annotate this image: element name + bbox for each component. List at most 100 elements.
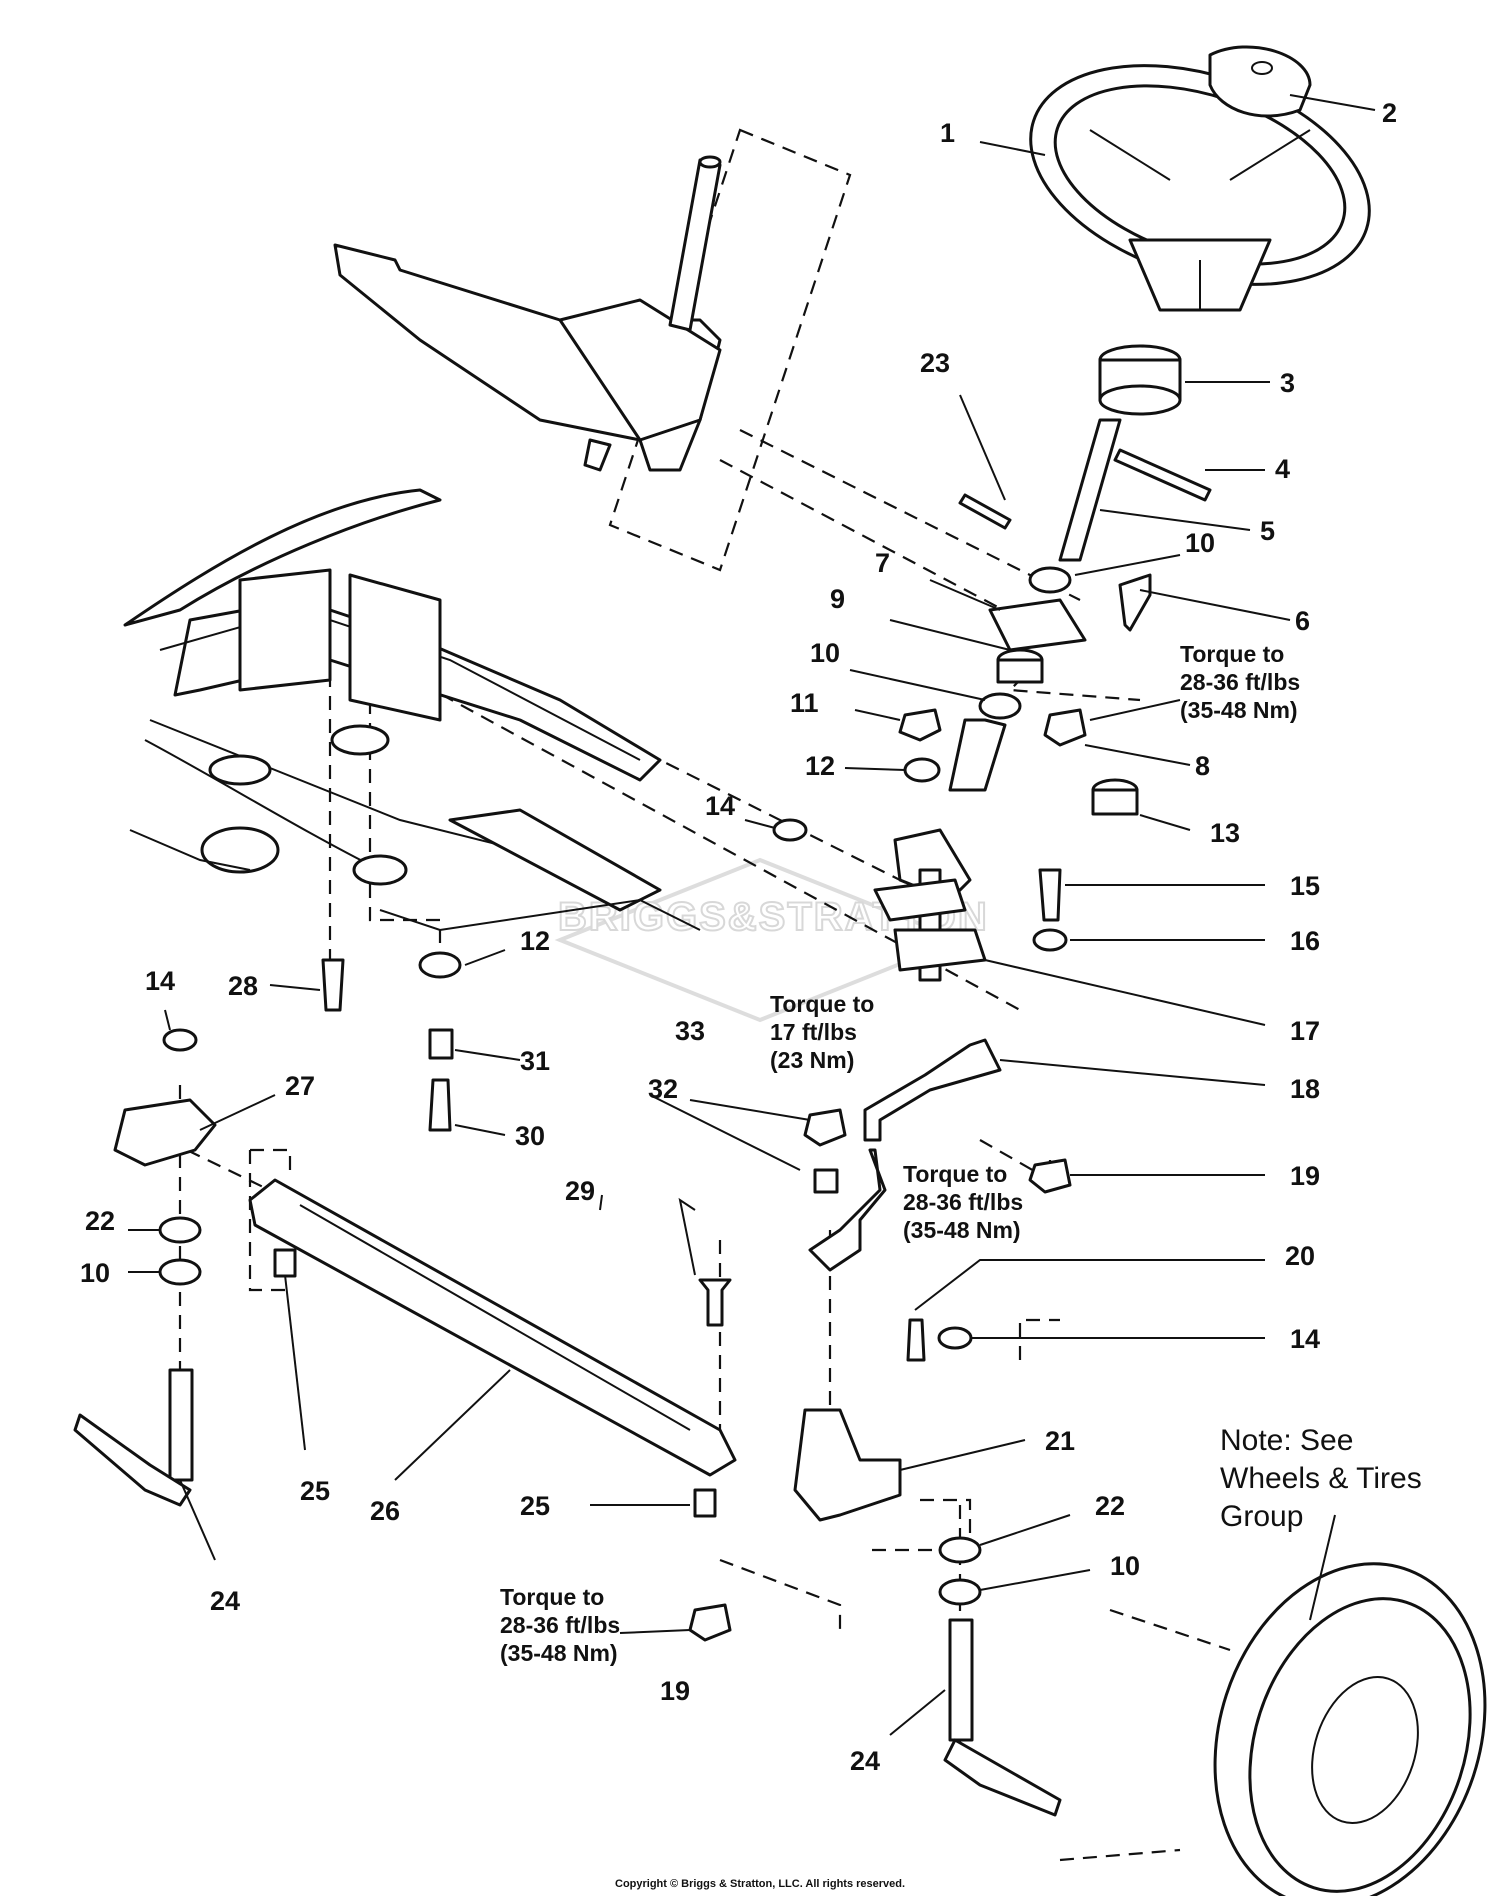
carriage-bolt-29 [698, 1278, 732, 1327]
washer-upper [1028, 566, 1072, 594]
svg-text:(35-48 Nm): (35-48 Nm) [1180, 697, 1298, 723]
svg-text:28-36 ft/lbs: 28-36 ft/lbs [500, 1612, 620, 1638]
callout-10d: 10 [1110, 1551, 1140, 1581]
spacer-25-left [273, 1248, 297, 1278]
washer-mid [978, 692, 1022, 720]
steering-shaft [1058, 418, 1122, 562]
callout-28: 28 [228, 971, 258, 1001]
sector-bushing [1091, 778, 1139, 816]
washer-22-right [938, 1536, 982, 1564]
callout-13: 13 [1210, 818, 1240, 848]
svg-text:17 ft/lbs: 17 ft/lbs [770, 1019, 857, 1045]
callout-1: 1 [940, 118, 955, 148]
flange-bushing [996, 648, 1044, 684]
drag-link [863, 1038, 1002, 1142]
svg-text:Torque to: Torque to [770, 991, 874, 1017]
spacer-25-right [693, 1488, 717, 1518]
pinion-gear [948, 718, 1007, 792]
tractor-frame [123, 488, 701, 932]
callout-12a: 12 [805, 751, 835, 781]
spindle-right [943, 1618, 1062, 1817]
flange-nut-19-lower [688, 1603, 732, 1642]
callout-33: 33 [675, 1016, 705, 1046]
callout-numbers: 1 2 3 4 5 6 7 8 9 10 10 10 10 11 12 12 1… [80, 98, 1397, 1776]
torque-note-1: Torque to 28-36 ft/lbs (35-48 Nm) [1180, 641, 1300, 723]
callout-12b: 12 [520, 926, 550, 956]
callout-14c: 14 [1290, 1324, 1320, 1354]
svg-text:28-36 ft/lbs: 28-36 ft/lbs [903, 1189, 1023, 1215]
spindle-bracket [793, 1408, 902, 1522]
svg-text:28-36 ft/lbs: 28-36 ft/lbs [1180, 669, 1300, 695]
callout-16: 16 [1290, 926, 1320, 956]
callout-10c: 10 [80, 1258, 110, 1288]
callout-15: 15 [1290, 871, 1320, 901]
spacer-32 [813, 1168, 839, 1194]
copyright-line: Copyright © Briggs & Stratton, LLC. All … [615, 1878, 905, 1890]
callout-10b: 10 [810, 638, 840, 668]
callout-31: 31 [520, 1046, 550, 1076]
callout-8: 8 [1195, 751, 1210, 781]
washer-12-lower [418, 951, 462, 979]
hex-bolt-30 [428, 1078, 452, 1132]
svg-text:Torque to: Torque to [1180, 641, 1284, 667]
svg-text:(35-48 Nm): (35-48 Nm) [903, 1217, 1021, 1243]
svg-text:(35-48 Nm): (35-48 Nm) [500, 1640, 618, 1666]
svg-text:Torque to: Torque to [500, 1584, 604, 1610]
flange-nut [1043, 708, 1087, 747]
svg-text:Wheels & Tires: Wheels & Tires [1220, 1462, 1422, 1495]
svg-text:(23 Nm): (23 Nm) [770, 1047, 854, 1073]
callout-26: 26 [370, 1496, 400, 1526]
callout-9: 9 [830, 584, 845, 614]
callout-3: 3 [1280, 368, 1295, 398]
torque-note-3: Torque to 28-36 ft/lbs (35-48 Nm) [903, 1161, 1023, 1243]
callout-14b: 14 [145, 966, 175, 996]
flange-nut-19 [1028, 1158, 1072, 1194]
callout-18: 18 [1290, 1074, 1320, 1104]
hex-bolt-28 [321, 958, 345, 1012]
hex-bolt [1038, 868, 1062, 922]
callout-29: 29 [565, 1176, 595, 1206]
callout-19b: 19 [660, 1676, 690, 1706]
svg-text:Note: See: Note: See [1220, 1424, 1353, 1457]
wheels-tires-note: Note: See Wheels & Tires Group [1220, 1424, 1422, 1533]
hex-nut [898, 708, 942, 742]
e-clip-upper [772, 818, 808, 842]
svg-text:Torque to: Torque to [903, 1161, 1007, 1187]
steering-arm [893, 928, 987, 972]
tie-rod [248, 1178, 737, 1477]
callout-22a: 22 [85, 1206, 115, 1236]
callout-22b: 22 [1095, 1491, 1125, 1521]
callout-24a: 24 [210, 1586, 240, 1616]
callout-32: 32 [648, 1074, 678, 1104]
svg-text:Group: Group [1220, 1500, 1303, 1533]
spacer-31 [428, 1028, 454, 1060]
lock-washer [903, 757, 941, 783]
callout-14a: 14 [705, 791, 735, 821]
callout-10a: 10 [1185, 528, 1215, 558]
cotter-pin [958, 493, 1012, 530]
callout-27: 27 [285, 1071, 315, 1101]
steering-wheel-cap [1208, 45, 1312, 118]
callout-20: 20 [1285, 1241, 1315, 1271]
callout-5: 5 [1260, 516, 1275, 546]
callout-6: 6 [1295, 606, 1310, 636]
torque-note-2: Torque to 17 ft/lbs (23 Nm) [770, 991, 874, 1073]
callout-25b: 25 [520, 1491, 550, 1521]
steering-wheel [1029, 64, 1371, 312]
callout-17: 17 [1290, 1016, 1320, 1046]
callout-19a: 19 [1290, 1161, 1320, 1191]
spindle-left [73, 1368, 194, 1507]
washer-16 [1032, 928, 1068, 952]
torque-note-4: Torque to 28-36 ft/lbs (35-48 Nm) [500, 1584, 620, 1666]
callout-4: 4 [1275, 454, 1290, 484]
carriage-bolt [1118, 573, 1152, 632]
drag-link-lower [808, 1148, 887, 1272]
spindle-bracket-left [113, 1098, 217, 1167]
steering-support-bracket [333, 155, 722, 472]
callout-11: 11 [790, 688, 819, 718]
e-clip-left [162, 1028, 198, 1052]
steering-bushing [1098, 344, 1182, 416]
leader-lines [128, 94, 1376, 1736]
callout-7: 7 [875, 548, 890, 578]
